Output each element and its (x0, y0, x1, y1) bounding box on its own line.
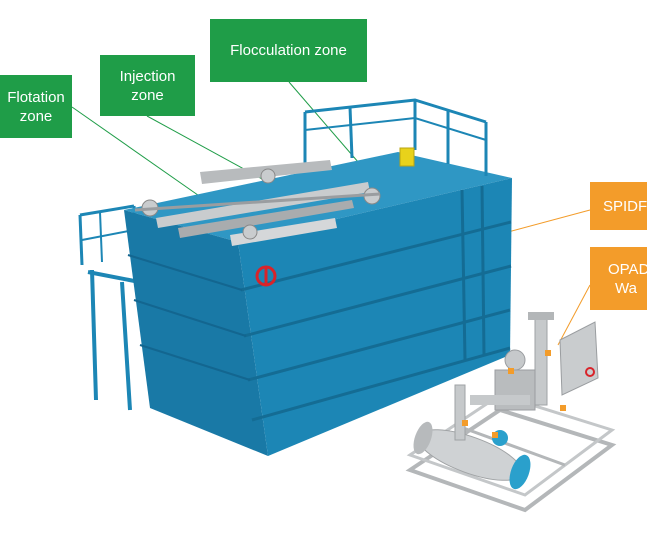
tank-front (124, 210, 268, 456)
tank-side (238, 178, 512, 456)
flotation-zone-label: Flotation zone (0, 75, 72, 138)
dosing-unit-icon (399, 147, 415, 167)
tank-ribs (240, 185, 512, 422)
leader-flocculation (288, 81, 366, 171)
spidflow-label: SPIDFL (590, 182, 647, 230)
spidflow-skid (405, 312, 617, 513)
flocculation-zone-label: Flocculation zone (210, 19, 367, 82)
injection-label-line1: Injection (119, 67, 176, 85)
flocculation-label-text: Flocculation zone (230, 42, 347, 59)
leader-flotation (71, 106, 206, 201)
top-railing (303, 98, 488, 176)
spidflow-label-text: SPIDFL (603, 197, 647, 215)
opad-label-line1: OPAD (608, 260, 647, 278)
leader-opad (557, 284, 591, 346)
leader-spidflow (507, 209, 591, 233)
opad-label: OPAD Wa (590, 247, 647, 310)
tank-front-ribs (127, 254, 251, 381)
manufacturer-logo-icon (255, 265, 277, 287)
opad-label-line2: Wa (615, 279, 637, 297)
injection-zone-label: Injection zone (100, 55, 195, 116)
flotation-label-line1: Flotation (7, 88, 65, 106)
flotation-label-line2: zone (19, 107, 53, 125)
skimmer-assembly (134, 160, 381, 246)
injection-label-line2: zone (131, 86, 164, 104)
